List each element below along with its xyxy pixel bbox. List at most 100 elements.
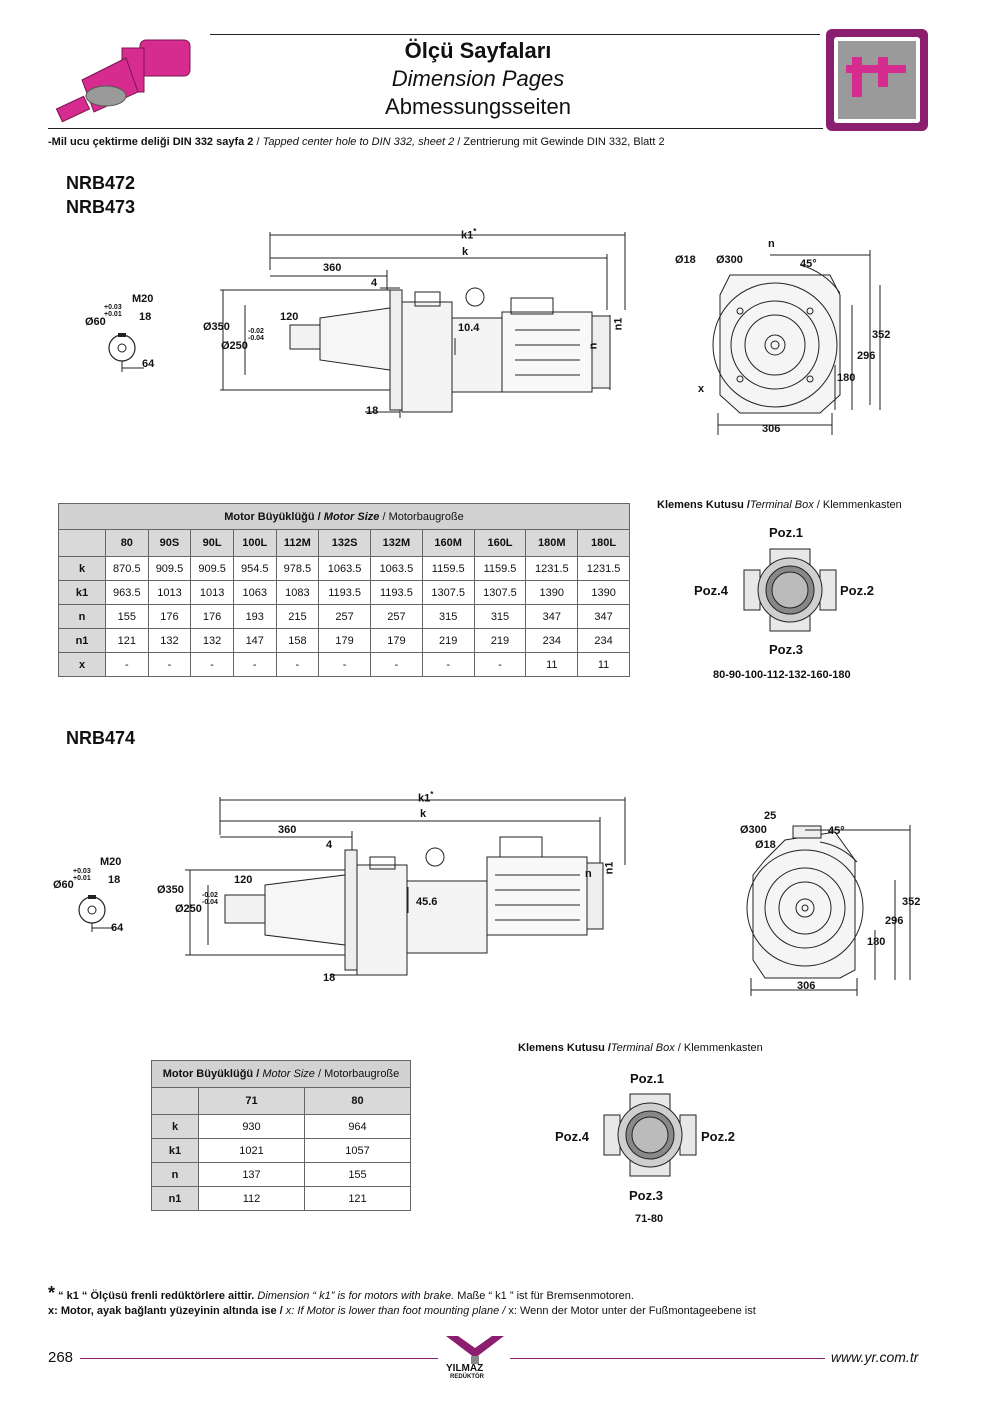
- dim-s18-2: 18: [108, 874, 121, 886]
- din-note-de: Zentrierung mit Gewinde DIN 332, Blatt 2: [463, 136, 665, 148]
- table1-header-row: 80 90S 90L 100L 112M 132S 132M 160M 160L…: [58, 529, 630, 557]
- gearmotor-side-view-1: [220, 232, 626, 418]
- terminal-box-title-1: Klemens Kutusu /Terminal Box / Klemmenka…: [657, 499, 902, 511]
- dim-n-front-1: n: [768, 238, 775, 250]
- dim-tol60-2: +0.03 +0.01: [73, 868, 91, 882]
- dim-120-2: 120: [234, 874, 253, 886]
- model-nrb473: NRB473: [66, 197, 136, 217]
- poz2-label-1: Poz.2: [840, 583, 874, 598]
- dim-tol-2: -0.02 -0.04: [202, 892, 218, 906]
- poz1-label-1: Poz.1: [769, 525, 803, 540]
- dim-25-2: 25: [764, 810, 777, 822]
- dim-n1-1: n1: [612, 317, 625, 331]
- poz3-label-2: Poz.3: [629, 1188, 663, 1203]
- motor-size-table-1: Motor Büyüklüğü / Motor Size / Motorbaug…: [58, 503, 630, 677]
- dim-360-1: 360: [323, 262, 342, 274]
- dim-352-2: 352: [902, 896, 921, 908]
- dim-tol-1: -0.02 -0.04: [248, 328, 264, 342]
- dim-350-1: Ø350: [203, 321, 230, 333]
- shaft-end-detail-2: [78, 895, 114, 932]
- x-note: x: Motor, ayak bağlantı yüzeyinin altınd…: [48, 1305, 756, 1317]
- table2-title: Motor Büyüklüğü / Motor Size / Motorbaug…: [151, 1060, 411, 1088]
- din-sep-1: /: [256, 136, 260, 148]
- page-title-de: Abmessungsseiten: [385, 94, 571, 119]
- dim-180-1: 180: [837, 372, 856, 384]
- shaft-end-detail-1: [108, 333, 144, 372]
- dim-4-2: 4: [326, 839, 333, 851]
- poz2-label-2: Poz.2: [701, 1129, 735, 1144]
- page-number: 268: [48, 1349, 74, 1366]
- yilmaz-logo: [446, 1336, 504, 1364]
- dim-360-2: 360: [278, 824, 297, 836]
- website-link[interactable]: www.yr.com.tr: [831, 1349, 919, 1365]
- din-note-tr: -Mil ucu çektirme deliği DIN 332 sayfa 2: [48, 136, 254, 148]
- caliper-icon: [826, 29, 928, 131]
- dim-104-1: 10.4: [458, 322, 480, 334]
- terminal-box-diagram-2: [603, 1093, 697, 1177]
- terminal-box-title-2: Klemens Kutusu /Terminal Box / Klemmenka…: [518, 1042, 763, 1054]
- din-note-en: Tapped center hole to DIN 332, sheet 2: [262, 136, 455, 148]
- dim-k1-2: k1*: [418, 790, 434, 805]
- dim-tol60-1: +0.03 +0.01: [104, 304, 122, 318]
- poz3-label-1: Poz.3: [769, 642, 803, 657]
- dim-250-2: Ø250: [175, 903, 202, 915]
- dim-o18-1: Ø18: [675, 254, 696, 266]
- dim-k-2: k: [420, 808, 427, 820]
- dim-k-1: k: [462, 246, 469, 258]
- dim-o300-1: Ø300: [716, 254, 743, 266]
- dim-x-1: x: [698, 383, 705, 395]
- gearmotor-front-view-2: [746, 825, 911, 996]
- poz4-label-2: Poz.4: [555, 1129, 589, 1144]
- dim-d60-2: Ø60: [53, 879, 74, 891]
- logo-brand: YILMAZ: [446, 1363, 484, 1374]
- din-note: -Mil ucu çektirme deliği DIN 332 sayfa 2…: [48, 136, 665, 148]
- dim-306-1: 306: [762, 423, 781, 435]
- dim-306-2: 306: [797, 980, 816, 992]
- dim-m20-2: M20: [100, 856, 122, 868]
- dim-o300-2: Ø300: [740, 824, 767, 836]
- dim-o18-2: Ø18: [755, 839, 776, 851]
- dim-n-2: n: [585, 868, 592, 880]
- header-bottom-rule: [48, 128, 823, 129]
- header-top-rule: [210, 34, 820, 35]
- dim-250-1: Ø250: [221, 340, 248, 352]
- footer-rule-right: [510, 1358, 825, 1359]
- dim-s64-2: 64: [111, 922, 124, 934]
- dim-350-2: Ø350: [157, 884, 184, 896]
- table1-title: Motor Büyüklüğü / Motor Size / Motorbaug…: [58, 503, 630, 530]
- k1-note: * “ k1 “ Ölçüsü frenli redüktörlere aitt…: [48, 1283, 634, 1303]
- footer-rule-left: [80, 1358, 438, 1359]
- page-title-tr: Ölçü Sayfaları: [404, 38, 552, 63]
- table2-header-row: 71 80: [151, 1087, 412, 1115]
- terminal-sizes-1: 80-90-100-112-132-160-180: [713, 669, 851, 681]
- gearmotor-front-view-1: [712, 250, 881, 435]
- motor-size-table-2: Motor Büyüklüğü / Motor Size / Motorbaug…: [151, 1060, 412, 1211]
- dim-angle-1: 45°: [800, 258, 817, 270]
- dim-m20-1: M20: [132, 293, 154, 305]
- poz1-label-2: Poz.1: [630, 1071, 664, 1086]
- dim-456-2: 45.6: [416, 896, 438, 908]
- logo-sub: REDÜKTÖR: [450, 1374, 484, 1380]
- dim-s64-1: 64: [142, 358, 155, 370]
- dim-d60-1: Ø60: [85, 316, 106, 328]
- dim-4-1: 4: [371, 277, 378, 289]
- dim-k1-1: k1*: [461, 227, 477, 242]
- dim-296-2: 296: [885, 915, 904, 927]
- product-image: [55, 39, 191, 123]
- terminal-box-diagram-1: [743, 548, 837, 632]
- gearmotor-side-view-2: [185, 797, 626, 976]
- model-nrb474: NRB474: [66, 728, 136, 748]
- page-title-en: Dimension Pages: [391, 66, 565, 91]
- dim-18-2: 18: [323, 972, 336, 984]
- dim-s18-1: 18: [139, 311, 152, 323]
- dim-352-1: 352: [872, 329, 891, 341]
- dim-angle-2: 45°: [828, 825, 845, 837]
- dim-180-2: 180: [867, 936, 886, 948]
